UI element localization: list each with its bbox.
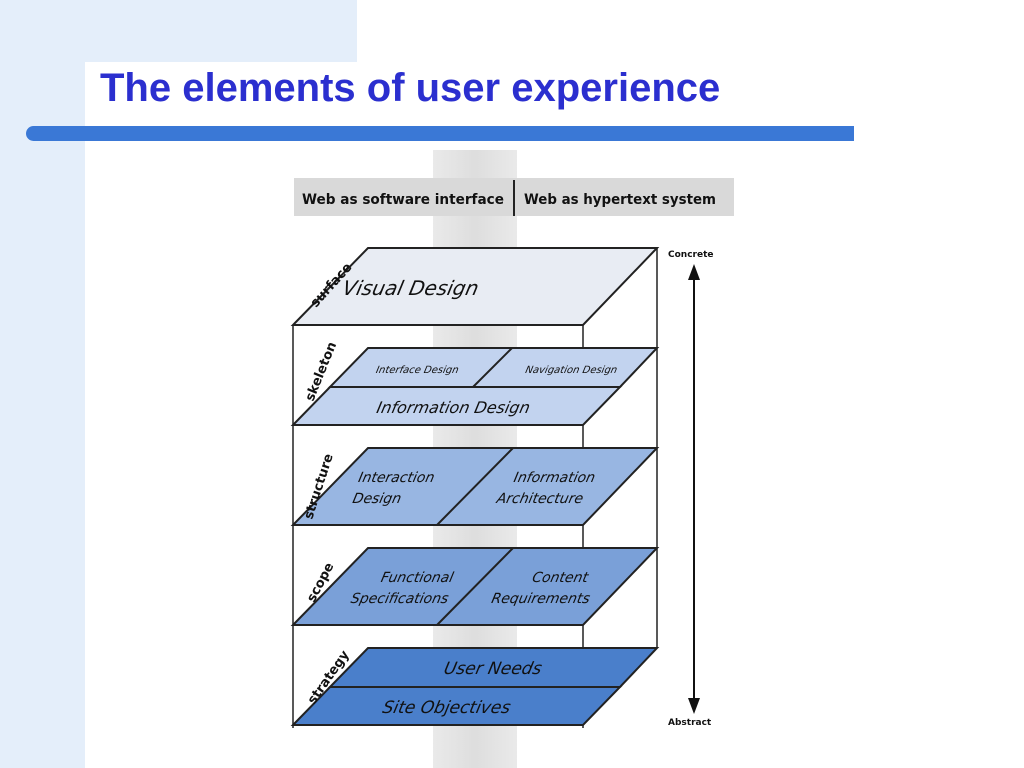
title-underline-bar xyxy=(26,126,854,141)
axis-abstract-label: Abstract xyxy=(668,718,712,728)
functional-specifications-label-line2: Specifications xyxy=(349,591,450,607)
top-background-band xyxy=(85,0,357,62)
strategy-lower-shape xyxy=(290,686,623,726)
content-requirements-label-line2: Requirements xyxy=(490,591,592,607)
header-web-as-hypertext-system: Web as hypertext system xyxy=(524,192,716,208)
axis-arrowhead-up xyxy=(688,264,700,280)
interaction-design-label-line2: Design xyxy=(351,491,403,507)
information-design-label: Information Design xyxy=(375,398,532,417)
surface-plane: Visual Design xyxy=(290,247,660,326)
surface-plane-shape xyxy=(290,247,660,326)
interface-design-label: Interface Design xyxy=(375,365,460,376)
strategy-plane: User Needs Site Objectives xyxy=(290,647,660,726)
scope-divider xyxy=(436,547,514,626)
user-needs-label: User Needs xyxy=(442,659,544,679)
information-architecture-label-line1: Information xyxy=(512,470,597,486)
structure-divider xyxy=(436,447,514,526)
information-architecture-label-line2: Architecture xyxy=(494,491,585,507)
functional-specifications-label-line1: Functional xyxy=(379,570,455,586)
header-web-as-software-interface: Web as software interface xyxy=(302,192,504,208)
axis-arrowhead-down xyxy=(688,698,700,714)
skeleton-plane: Interface Design Navigation Design Infor… xyxy=(290,347,660,426)
content-requirements-label-line1: Content xyxy=(531,570,590,586)
structure-plane: Interaction Design Information Architect… xyxy=(290,447,660,526)
skeleton-lower-shape xyxy=(290,386,623,426)
interaction-design-label-line1: Interaction xyxy=(357,470,436,486)
skeleton-upper-divider xyxy=(472,347,513,388)
slide-title: The elements of user experience xyxy=(100,66,721,110)
visual-design-label: Visual Design xyxy=(340,276,481,300)
axis-concrete-label: Concrete xyxy=(668,250,713,260)
site-objectives-label: Site Objectives xyxy=(381,698,513,718)
navigation-design-label: Navigation Design xyxy=(524,365,618,376)
scope-plane: Functional Specifications Content Requir… xyxy=(290,547,660,626)
